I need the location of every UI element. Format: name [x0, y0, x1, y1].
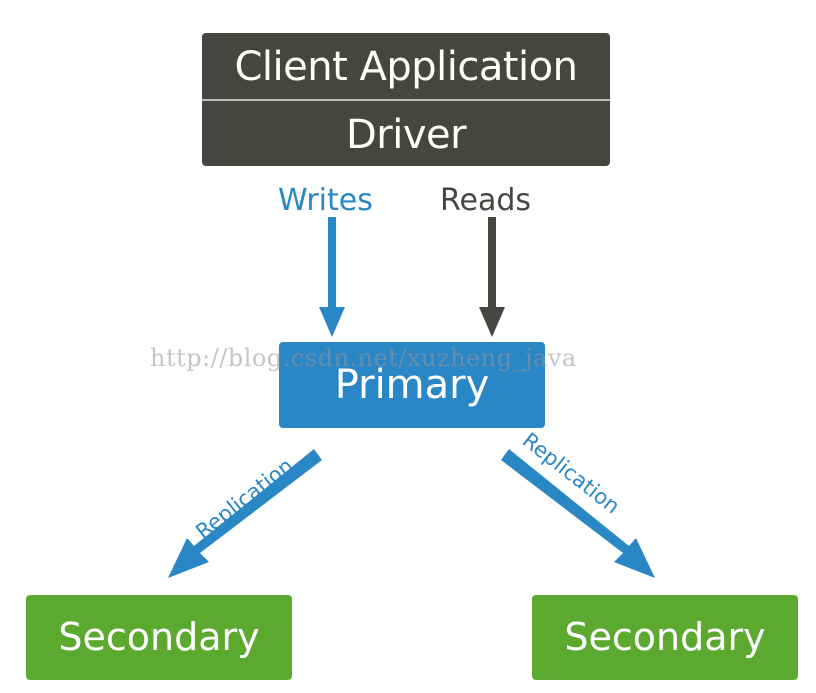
writes-label: Writes — [278, 183, 373, 218]
secondary-label-left: Secondary — [58, 615, 260, 659]
driver-label: Driver — [345, 112, 467, 158]
primary-label: Primary — [334, 362, 490, 408]
replication-label-left: Replication — [191, 453, 297, 543]
secondary-label-right: Secondary — [564, 615, 766, 659]
writes-arrow — [319, 217, 345, 337]
client-driver-divider — [202, 99, 610, 101]
primary-node: Primary — [279, 342, 545, 428]
reads-label: Reads — [440, 183, 532, 218]
client-application-label: Client Application — [234, 44, 578, 90]
client-application-box: Client Application Driver — [202, 33, 610, 166]
secondary-node-right: Secondary — [532, 595, 798, 680]
replication-arrow-left: Replication — [168, 449, 322, 578]
reads-arrow — [479, 217, 505, 337]
secondary-node-left: Secondary — [26, 595, 292, 680]
replication-arrow-right: Replication — [501, 428, 655, 578]
